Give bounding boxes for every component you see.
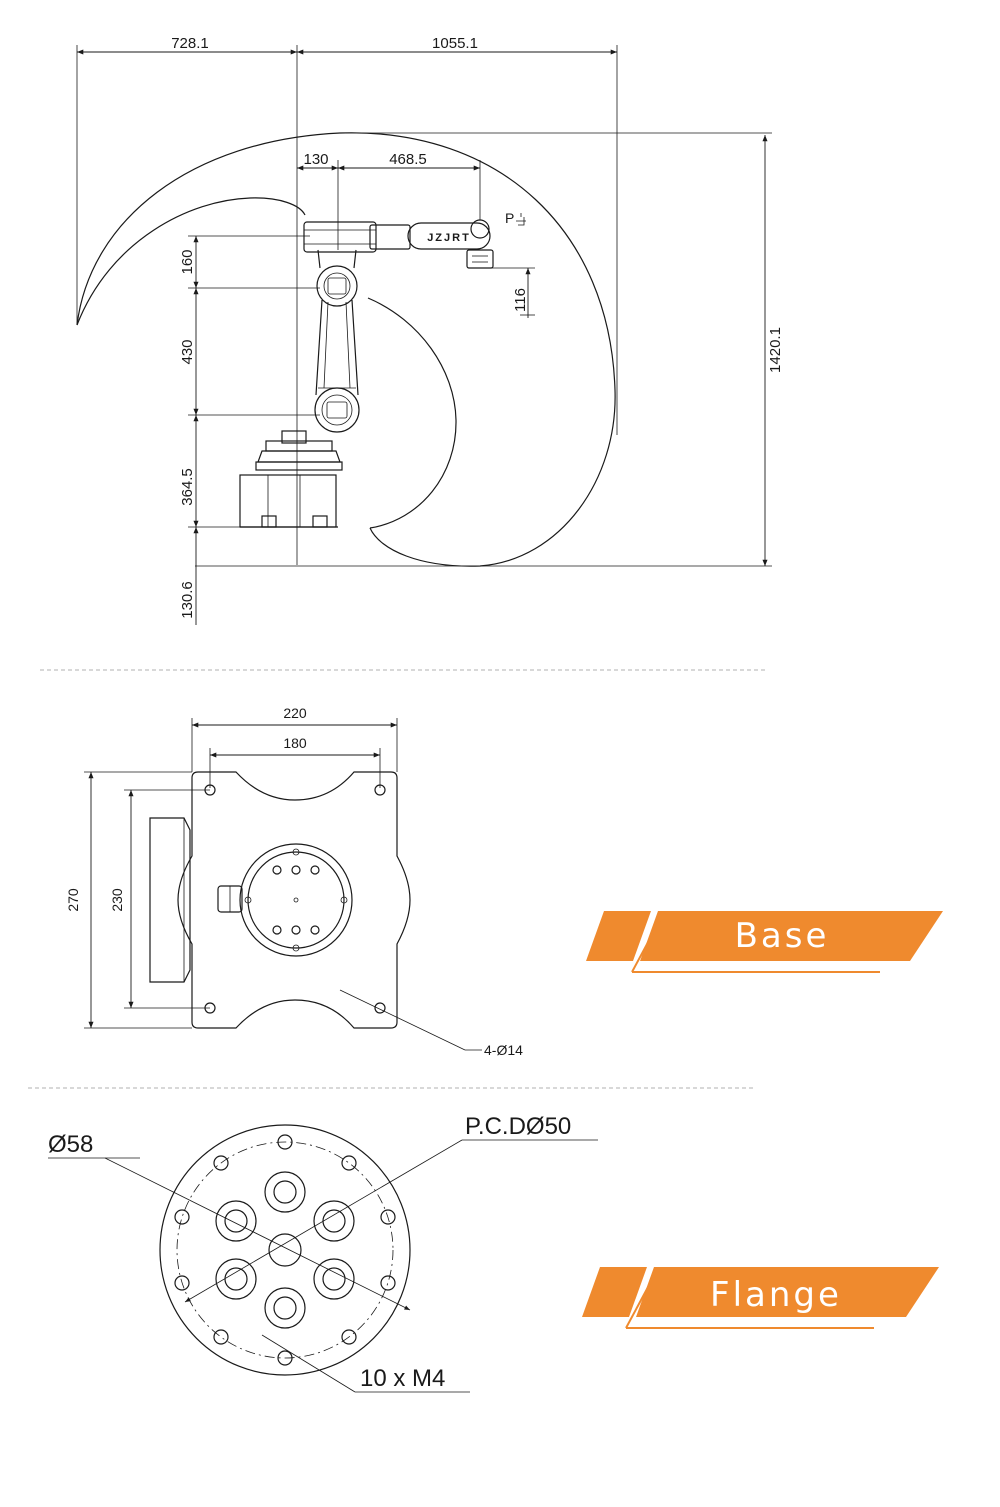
flange-banner: Flange <box>582 1267 939 1329</box>
dim-offset: 130 <box>303 151 328 168</box>
dim-base-height-outer: 270 <box>65 888 81 912</box>
flange-pcd-label: P.C.DØ50 <box>465 1113 571 1140</box>
dim-base-width-outer: 220 <box>283 705 307 721</box>
dim-total-height: 1420.1 <box>767 327 784 373</box>
work-range-diagram: 728.1 1055.1 1420.1 130 468.5 160 430 <box>76 35 784 625</box>
work-envelope-inner <box>76 197 306 326</box>
dim-base-height-inner: 230 <box>109 888 125 912</box>
dim-h-arm: 430 <box>179 339 196 364</box>
logo-text: JZJRT <box>427 232 471 244</box>
inner-holes <box>215 1171 355 1329</box>
flange-diameter-label: Ø58 <box>48 1131 93 1158</box>
dim-base-width-inner: 180 <box>283 735 307 751</box>
dim-h-bottom: 130.6 <box>179 581 196 619</box>
dim-arm2: 468.5 <box>389 151 427 168</box>
base-banner: Base <box>586 911 943 973</box>
dim-h-base: 364.5 <box>179 468 196 506</box>
dim-h-top: 160 <box>179 249 196 274</box>
point-p-label: P <box>505 210 514 226</box>
dim-reach-front: 1055.1 <box>432 35 478 52</box>
outer-bolt-holes <box>174 1134 396 1366</box>
base-holes-label: 4-Ø14 <box>484 1042 523 1058</box>
flange-threads-label: 10 x M4 <box>360 1365 445 1392</box>
flange-view: Ø58 P.C.DØ50 10 x M4 <box>48 1113 598 1393</box>
dim-h-tool: 116 <box>512 288 529 312</box>
flange-title: Flange <box>710 1275 842 1315</box>
base-view: 220 180 270 230 <box>65 705 523 1058</box>
robot-side-view: JZJRT <box>239 219 494 528</box>
dim-reach-back: 728.1 <box>171 35 209 52</box>
base-title: Base <box>735 916 830 956</box>
work-envelope-outer <box>76 132 616 567</box>
